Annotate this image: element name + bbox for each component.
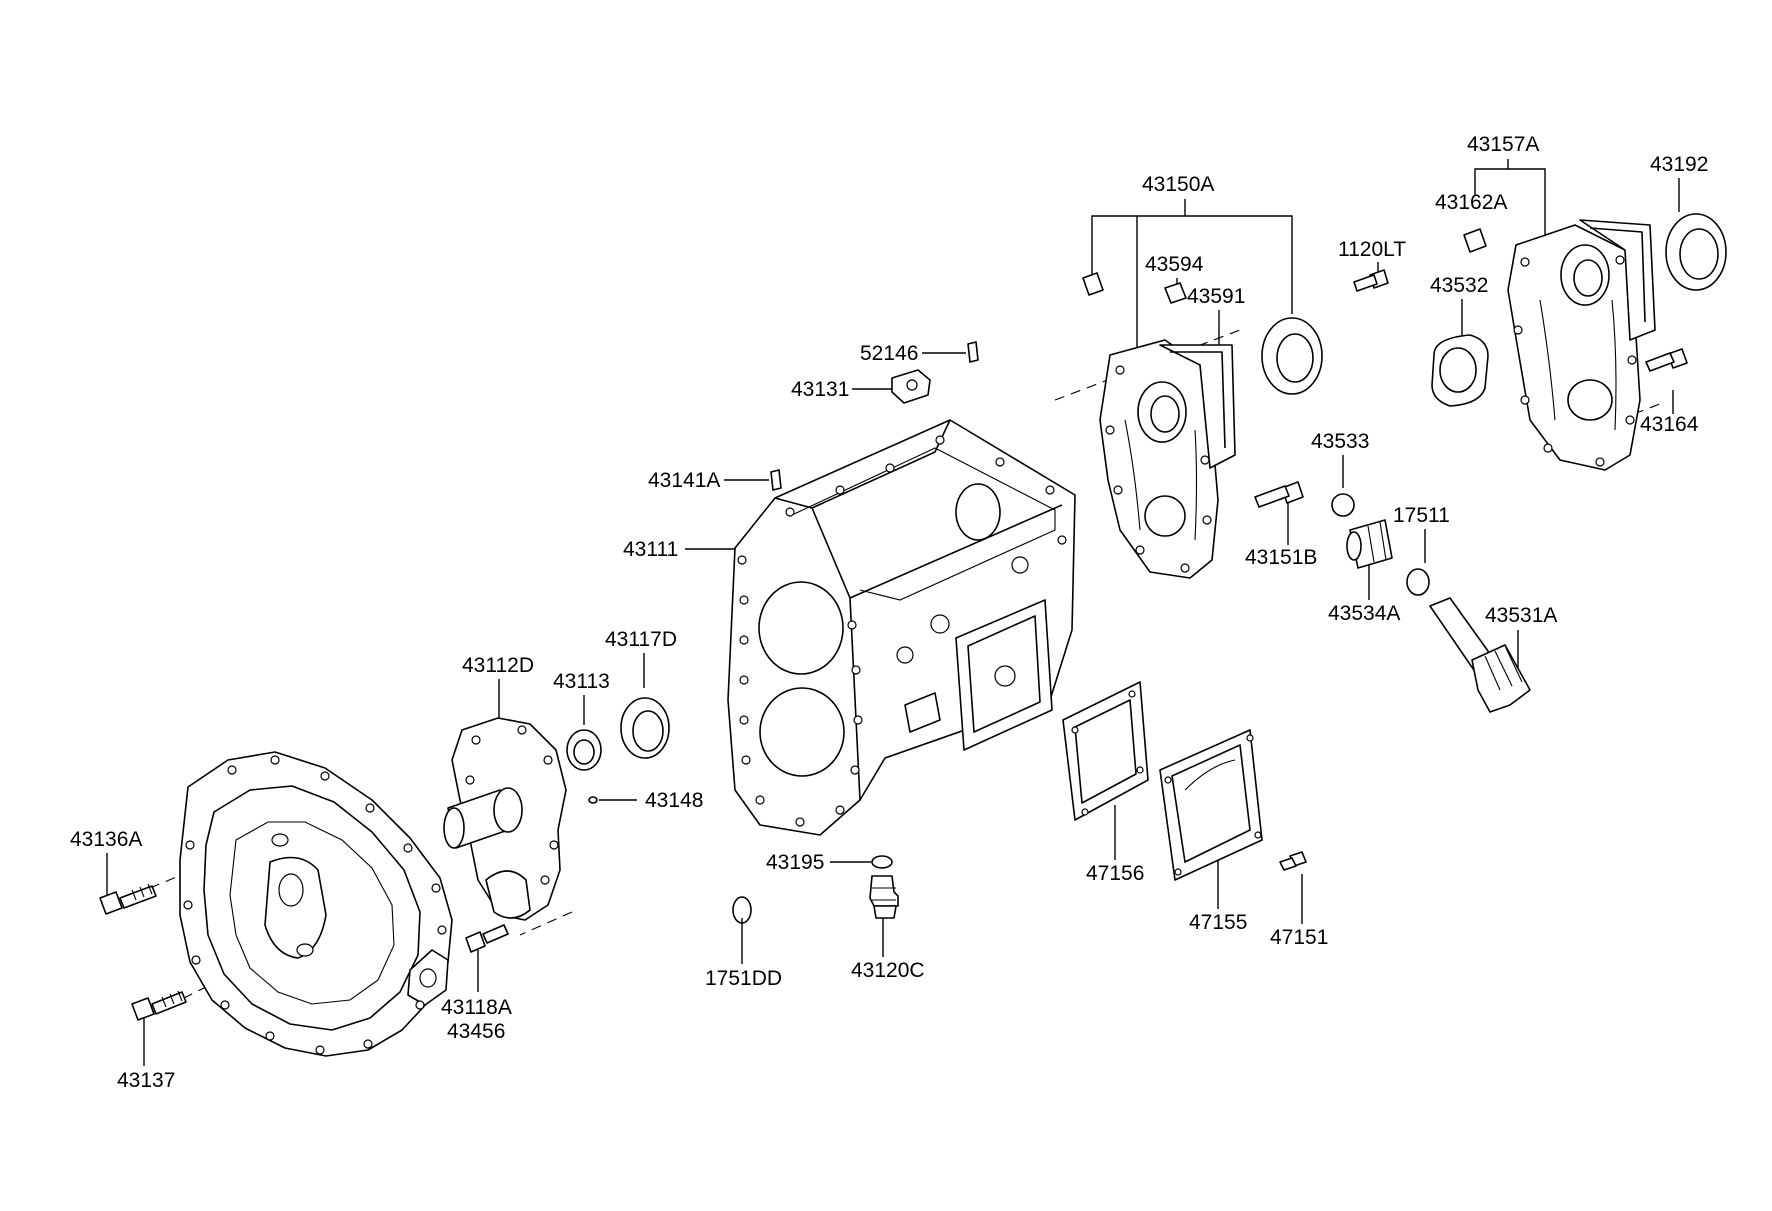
drain-plug-43120C[interactable] (869, 875, 899, 919)
part-labels: 43157A 43192 43150A 43162A 1120LT 43594 … (70, 133, 1708, 1092)
label-1751DD[interactable]: 1751DD (705, 967, 782, 990)
label-43141A[interactable]: 43141A (648, 469, 720, 492)
label-43531A[interactable]: 43531A (1485, 604, 1557, 627)
seal-43117D[interactable] (620, 697, 670, 759)
label-47155[interactable]: 47155 (1189, 911, 1247, 934)
sleeve-43534A[interactable] (1346, 519, 1393, 569)
label-43162A[interactable]: 43162A (1435, 191, 1507, 214)
label-43150A[interactable]: 43150A (1142, 173, 1214, 196)
extension-housing-43150A[interactable] (1099, 339, 1236, 579)
label-43117D[interactable]: 43117D (605, 628, 677, 651)
label-43456[interactable]: 43456 (447, 1020, 505, 1043)
gasket-47156[interactable] (1062, 681, 1149, 821)
label-43131[interactable]: 43131 (791, 378, 849, 401)
o-ring-43148[interactable] (588, 796, 598, 804)
plug-43594[interactable] (1164, 282, 1187, 304)
label-17511[interactable]: 17511 (1393, 504, 1450, 527)
bolt-47151[interactable] (1279, 851, 1307, 871)
oil-seal-43150A[interactable] (1261, 317, 1323, 395)
label-43148[interactable]: 43148 (645, 789, 703, 812)
dowel-43141A[interactable] (770, 469, 782, 491)
bolt-43136A[interactable] (99, 883, 157, 915)
rear-cover-43157A[interactable] (1507, 219, 1656, 471)
front-bearing-retainer[interactable] (443, 717, 567, 921)
housing-bolt-holes (183, 755, 447, 1055)
snap-ring-1751DD[interactable] (732, 896, 752, 924)
bolt-43118A[interactable] (465, 924, 509, 953)
bolt-43151B[interactable] (1254, 481, 1304, 508)
label-43120C[interactable]: 43120C (851, 959, 925, 982)
cover-47155[interactable] (1159, 729, 1263, 881)
bolt-1120LT[interactable] (1353, 269, 1389, 292)
clutch-housing[interactable] (179, 751, 453, 1057)
label-43591[interactable]: 43591 (1187, 285, 1245, 308)
oil-seal-43113[interactable] (566, 729, 602, 771)
label-43151B[interactable]: 43151B (1245, 546, 1317, 569)
label-43137[interactable]: 43137 (117, 1069, 175, 1092)
label-47156[interactable]: 47156 (1086, 862, 1144, 885)
label-47151[interactable]: 47151 (1270, 926, 1328, 949)
label-1120LT[interactable]: 1120LT (1338, 238, 1406, 261)
label-43136A[interactable]: 43136A (70, 828, 142, 851)
label-52146[interactable]: 52146 (860, 342, 918, 365)
label-43532[interactable]: 43532 (1430, 274, 1488, 297)
transmission-case[interactable] (727, 419, 1076, 836)
ring-43533[interactable] (1331, 493, 1355, 517)
dowel-52146[interactable] (967, 341, 979, 363)
label-43534A[interactable]: 43534A (1328, 602, 1400, 625)
plug-43162A[interactable] (1463, 228, 1487, 253)
washer-43195[interactable] (871, 855, 893, 869)
cap-43131[interactable] (891, 369, 931, 404)
label-43157A[interactable]: 43157A (1467, 133, 1539, 156)
leader-43150A (1091, 199, 1293, 357)
label-43594[interactable]: 43594 (1145, 253, 1204, 276)
bolt-43164[interactable] (1645, 348, 1688, 372)
o-ring-17511[interactable] (1406, 568, 1430, 596)
label-43111[interactable]: 43111 (623, 538, 678, 561)
label-43164[interactable]: 43164 (1640, 413, 1699, 436)
label-43195[interactable]: 43195 (766, 851, 824, 874)
label-43112D[interactable]: 43112D (462, 654, 534, 677)
label-43533[interactable]: 43533 (1311, 430, 1369, 453)
leader-43157A (1474, 159, 1546, 244)
bearing-43532[interactable] (1431, 334, 1489, 407)
speedometer-pinion-43531A[interactable] (1429, 597, 1531, 713)
label-43113[interactable]: 43113 (553, 670, 610, 693)
seal-43192[interactable] (1665, 213, 1727, 291)
plug-43150A-left[interactable] (1082, 272, 1104, 296)
case-bolt-holes (737, 435, 1067, 827)
label-43192[interactable]: 43192 (1650, 153, 1708, 176)
label-43118A[interactable]: 43118A (441, 996, 512, 1019)
bolt-43137[interactable] (131, 990, 187, 1021)
